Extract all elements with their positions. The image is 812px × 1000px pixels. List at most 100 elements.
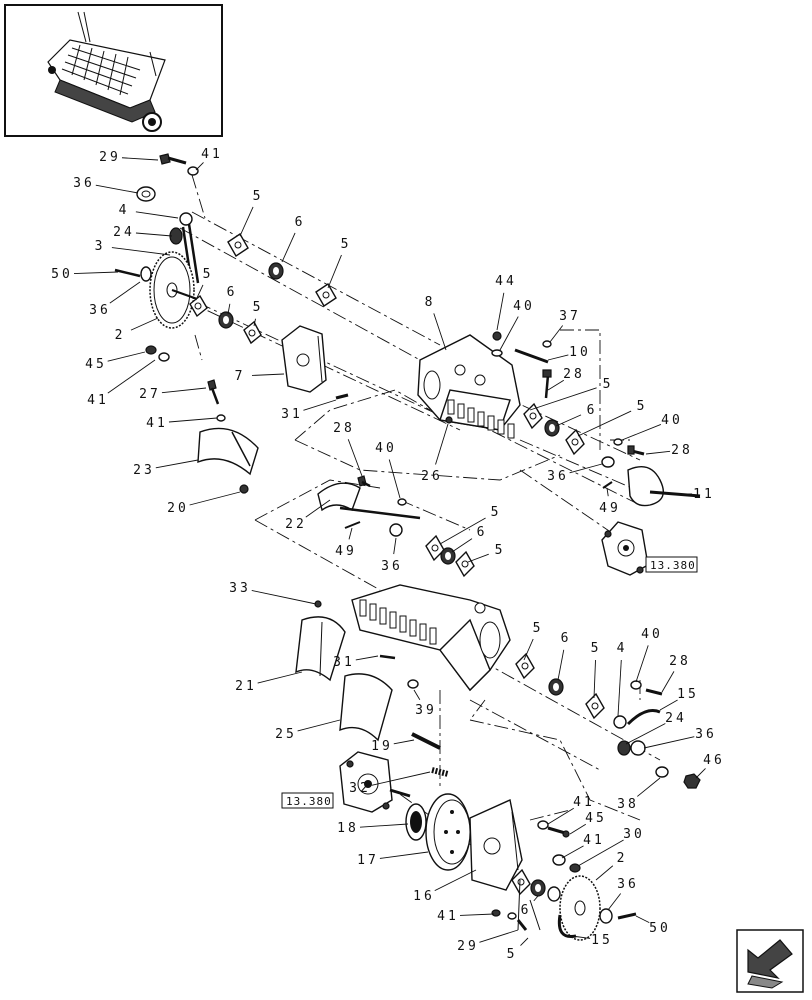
- callout-label-29[interactable]: 29: [99, 150, 121, 165]
- leader-line: [189, 491, 241, 506]
- callout-label-38[interactable]: 38: [617, 797, 639, 812]
- callout-label-15[interactable]: 15: [677, 687, 699, 702]
- callout-label-30[interactable]: 30: [623, 827, 645, 842]
- leader-line: [239, 206, 254, 237]
- callout-label-6[interactable]: 6: [227, 285, 238, 300]
- leader-line: [607, 893, 622, 911]
- callout-label-50[interactable]: 50: [649, 921, 671, 936]
- callout-label-36[interactable]: 36: [73, 176, 95, 191]
- callout-label-49[interactable]: 49: [599, 501, 621, 516]
- arrow-previous-icon[interactable]: [736, 929, 804, 993]
- callout-label-5[interactable]: 5: [253, 189, 264, 204]
- callout-label-5[interactable]: 5: [533, 621, 544, 636]
- leader-line: [109, 281, 141, 304]
- gearbox-icon: [601, 521, 649, 576]
- leader-line: [606, 487, 609, 497]
- callout-label-5[interactable]: 5: [637, 399, 648, 414]
- callout-label-8[interactable]: 8: [425, 295, 436, 310]
- upper-frame-housing-icon: [417, 334, 521, 439]
- callout-label-33[interactable]: 33: [229, 581, 251, 596]
- callout-label-5[interactable]: 5: [203, 267, 214, 282]
- callout-label-6[interactable]: 6: [587, 403, 598, 418]
- callout-label-40[interactable]: 40: [375, 441, 397, 456]
- callout-label-41[interactable]: 41: [573, 795, 595, 810]
- callout-label-15[interactable]: 15: [591, 933, 613, 948]
- callout-label-5[interactable]: 5: [253, 300, 264, 315]
- callout-label-37[interactable]: 37: [559, 309, 581, 324]
- callout-label-10[interactable]: 10: [569, 345, 591, 360]
- callout-label-5[interactable]: 5: [603, 377, 614, 392]
- callout-label-49[interactable]: 49: [335, 544, 357, 559]
- callout-label-41[interactable]: 41: [146, 416, 168, 431]
- callout-label-41[interactable]: 41: [201, 147, 223, 162]
- callout-label-21[interactable]: 21: [235, 679, 257, 694]
- callout-label-3[interactable]: 3: [95, 239, 106, 254]
- callout-label-36[interactable]: 36: [617, 877, 639, 892]
- ref-box-13-380-lower[interactable]: 13.380: [281, 792, 334, 809]
- callout-label-16[interactable]: 16: [413, 889, 435, 904]
- callout-label-28[interactable]: 28: [669, 654, 691, 669]
- callout-label-40[interactable]: 40: [513, 299, 535, 314]
- callout-label-28[interactable]: 28: [333, 421, 355, 436]
- callout-label-25[interactable]: 25: [275, 727, 297, 742]
- callout-label-28[interactable]: 28: [563, 367, 585, 382]
- bearing-flange-icon: [585, 692, 605, 720]
- callout-label-50[interactable]: 50: [51, 267, 73, 282]
- callout-label-24[interactable]: 24: [665, 711, 687, 726]
- ref-box-13-380-upper[interactable]: 13.380: [645, 556, 698, 573]
- leader-line: [533, 895, 539, 902]
- callout-label-41[interactable]: 41: [87, 393, 109, 408]
- callout-label-40[interactable]: 40: [661, 413, 683, 428]
- callout-label-29[interactable]: 29: [457, 939, 479, 954]
- callout-label-5[interactable]: 5: [491, 505, 502, 520]
- callout-label-31[interactable]: 31: [333, 655, 355, 670]
- callout-label-27[interactable]: 27: [139, 387, 161, 402]
- leader-line: [95, 184, 139, 194]
- callout-label-32[interactable]: 32: [349, 781, 371, 796]
- callout-label-36[interactable]: 36: [89, 303, 111, 318]
- callout-label-2[interactable]: 2: [617, 851, 628, 866]
- callout-label-22[interactable]: 22: [285, 517, 307, 532]
- callout-label-2[interactable]: 2: [115, 328, 126, 343]
- callout-label-5[interactable]: 5: [507, 947, 518, 962]
- callout-label-41[interactable]: 41: [437, 909, 459, 924]
- callout-label-46[interactable]: 46: [703, 753, 725, 768]
- callout-label-11[interactable]: 11: [693, 487, 715, 502]
- leader-line: [253, 318, 256, 327]
- callout-label-5[interactable]: 5: [341, 237, 352, 252]
- callout-label-6[interactable]: 6: [477, 525, 488, 540]
- callout-label-4[interactable]: 4: [617, 641, 628, 656]
- callout-label-6[interactable]: 6: [521, 903, 532, 918]
- callout-label-40[interactable]: 40: [641, 627, 663, 642]
- callout-label-45[interactable]: 45: [585, 811, 607, 826]
- callout-label-19[interactable]: 19: [371, 739, 393, 754]
- callout-label-26[interactable]: 26: [421, 469, 443, 484]
- washer-icon: [158, 352, 170, 362]
- leader-line: [499, 316, 519, 351]
- callout-label-36[interactable]: 36: [547, 469, 569, 484]
- leader-line: [379, 851, 429, 859]
- callout-label-6[interactable]: 6: [561, 631, 572, 646]
- callout-label-17[interactable]: 17: [357, 853, 379, 868]
- callout-label-24[interactable]: 24: [113, 225, 135, 240]
- callout-label-36[interactable]: 36: [695, 727, 717, 742]
- callout-label-44[interactable]: 44: [495, 274, 517, 289]
- callout-label-20[interactable]: 20: [167, 501, 189, 516]
- leader-line: [561, 845, 584, 859]
- callout-label-5[interactable]: 5: [591, 641, 602, 656]
- callout-label-36[interactable]: 36: [381, 559, 403, 574]
- callout-label-28[interactable]: 28: [671, 443, 693, 458]
- callout-label-45[interactable]: 45: [85, 357, 107, 372]
- callout-label-7[interactable]: 7: [235, 369, 246, 384]
- callout-label-4[interactable]: 4: [119, 203, 130, 218]
- leader-line: [251, 373, 285, 376]
- callout-label-6[interactable]: 6: [295, 215, 306, 230]
- clutch-disc-icon: [405, 803, 427, 841]
- callout-label-41[interactable]: 41: [583, 833, 605, 848]
- callout-label-5[interactable]: 5: [495, 543, 506, 558]
- callout-label-18[interactable]: 18: [337, 821, 359, 836]
- leader-line: [549, 325, 564, 343]
- callout-label-23[interactable]: 23: [133, 463, 155, 478]
- callout-label-39[interactable]: 39: [415, 703, 437, 718]
- callout-label-31[interactable]: 31: [281, 407, 303, 422]
